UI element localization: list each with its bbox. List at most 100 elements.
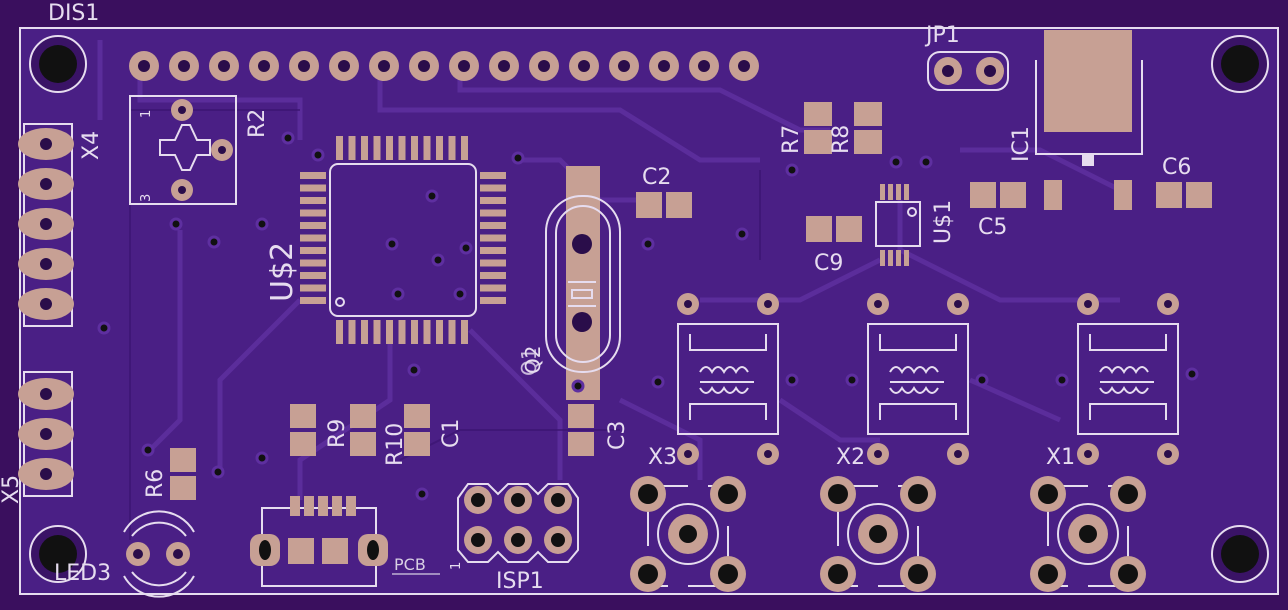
qfp-pin	[348, 136, 356, 160]
label-x1: X1	[1046, 445, 1075, 470]
label-x5: X5	[0, 475, 24, 504]
qfp-pin	[300, 259, 326, 267]
label-r8: R8	[829, 125, 854, 154]
board-outline	[19, 27, 1279, 595]
qfp-pin	[461, 136, 468, 160]
qfp-pin	[336, 136, 343, 160]
label-q1: Q1	[517, 348, 541, 376]
label-x2: X2	[836, 445, 865, 470]
bnc-connector-icon	[630, 476, 746, 592]
qfp-pin	[300, 209, 326, 217]
qfp-pin	[386, 136, 393, 160]
label-ic1: IC1	[1009, 126, 1034, 162]
label-led3: LED3	[54, 561, 111, 586]
mounting-hole-icon	[29, 525, 87, 583]
qfp-pin	[423, 320, 431, 344]
pcb-text: PCB	[394, 555, 426, 574]
label-c9: C9	[814, 251, 843, 276]
label-us2: U$2	[265, 242, 300, 302]
qfp-pin	[300, 172, 326, 179]
qfp-pin	[436, 320, 443, 344]
crystal-icon	[545, 166, 621, 400]
qfp-pin	[480, 172, 506, 179]
qfp-pin	[336, 320, 343, 344]
qfp-pin	[480, 197, 506, 204]
qfp-pin	[423, 136, 431, 160]
qfp-pin	[300, 197, 326, 204]
us2-mcu	[300, 136, 506, 344]
label-c1: C1	[439, 419, 464, 448]
label-dis1: DIS1	[48, 1, 99, 26]
mounting-hole-icon	[1211, 35, 1269, 93]
label-x3: X3	[648, 445, 677, 470]
c9-pads	[806, 216, 862, 242]
mounting-hole-icon	[1211, 525, 1269, 583]
qfp-pin	[411, 136, 418, 160]
label-x4: X4	[79, 131, 104, 160]
qfp-pin	[300, 247, 326, 254]
label-r2: R2	[245, 109, 270, 138]
isp-pin1-mark: 1	[449, 562, 464, 570]
vias	[97, 131, 1199, 501]
label-r10: R10	[383, 423, 408, 466]
dis1-pin-row	[129, 51, 759, 81]
qfp-pin	[480, 247, 506, 254]
qfp-pin	[480, 209, 506, 217]
r2-trimpot	[129, 95, 237, 205]
transformer-icon	[867, 293, 969, 465]
r2-pin3-mark: 3	[139, 194, 154, 202]
label-r9: R9	[325, 419, 350, 448]
qfp-pin	[398, 320, 406, 344]
c3-pads	[568, 404, 594, 456]
qfp-pin	[436, 136, 443, 160]
usb-connector	[250, 496, 388, 587]
transformer-icon	[1077, 293, 1179, 465]
qfp-pin	[480, 284, 506, 292]
led3	[123, 510, 195, 598]
qfp-pin	[300, 234, 326, 242]
qfp-pin	[300, 297, 326, 304]
label-c2: C2	[642, 165, 671, 190]
transformer-icon	[677, 293, 779, 465]
qfp-pin	[411, 320, 418, 344]
qfp-pin	[361, 320, 368, 344]
qfp-pin	[386, 320, 393, 344]
jp1-jumper	[927, 51, 1009, 91]
qfp-pin	[448, 320, 456, 344]
r2-pin1-mark: 1	[139, 110, 154, 118]
x4-connector	[18, 123, 74, 327]
isp1-header	[457, 483, 579, 563]
qfp-pin	[480, 234, 506, 242]
label-c6: C6	[1162, 155, 1191, 180]
qfp-pin	[300, 272, 326, 279]
qfp-pin	[480, 272, 506, 279]
c2-pads	[636, 192, 692, 218]
qfp-pin	[398, 136, 406, 160]
qfp-pin	[480, 222, 506, 229]
qfp-pin	[461, 320, 468, 344]
label-isp1: ISP1	[496, 569, 544, 594]
label-c5: C5	[978, 215, 1007, 240]
qfp-pin	[348, 320, 356, 344]
qfp-pin	[448, 136, 456, 160]
qfp-pin	[300, 184, 326, 192]
mounting-hole-icon	[29, 35, 87, 93]
qfp-pin	[373, 136, 381, 160]
us1-chip	[875, 184, 921, 266]
x5-connector	[18, 371, 74, 497]
r9-r10-c1-pads	[290, 404, 430, 456]
qfp-pin	[480, 259, 506, 267]
label-jp1: JP1	[924, 23, 960, 48]
c6-pads	[1156, 182, 1212, 208]
qfp-pin	[361, 136, 368, 160]
label-q2: Q2	[521, 346, 545, 374]
label-r6: R6	[143, 469, 168, 498]
bnc-connector-icon	[820, 476, 936, 592]
label-us1: U$1	[931, 200, 956, 244]
qfp-pin	[300, 284, 326, 292]
qfp-pin	[480, 297, 506, 304]
ic1-regulator	[1035, 30, 1143, 210]
c5-pads	[970, 182, 1026, 208]
